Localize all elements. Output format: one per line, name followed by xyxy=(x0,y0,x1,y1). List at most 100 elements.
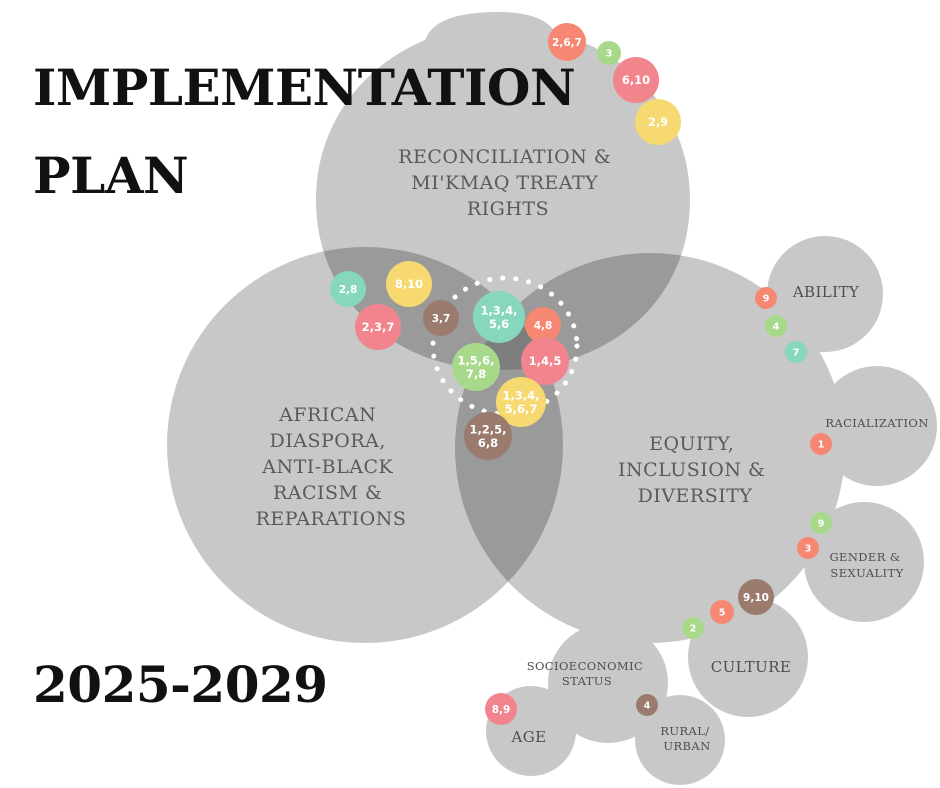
label-ability: ABILITY xyxy=(792,283,860,301)
badge-circle xyxy=(765,315,787,337)
badge-11: 1,5,6,7,8 xyxy=(452,343,500,391)
badge-label: 7 xyxy=(793,347,800,358)
label-culture: CULTURE xyxy=(711,658,792,676)
badge-17: 7 xyxy=(785,341,807,363)
badge-line: 1,4,5 xyxy=(529,354,562,368)
badge-line: 5,6 xyxy=(489,317,509,331)
badge-circle xyxy=(755,287,777,309)
badge-line: 2,9 xyxy=(648,115,668,129)
badge-line: 6,10 xyxy=(622,73,650,87)
overlap-reconciliation-african xyxy=(316,247,563,370)
badge-label: 1,2,5,6,8 xyxy=(469,423,506,450)
badge-25: 8,9 xyxy=(485,693,517,725)
badge-line: 2 xyxy=(690,623,697,634)
badge-8: 3,7 xyxy=(423,300,459,336)
badge-line: 6,8 xyxy=(478,436,498,450)
badge-line: 1,2,5, xyxy=(469,423,506,437)
badge-circle xyxy=(710,600,734,624)
badge-label: 1,5,6,7,8 xyxy=(457,354,494,381)
badge-line: 4,8 xyxy=(534,320,553,332)
badge-line: 4 xyxy=(644,700,651,711)
badge-circle xyxy=(797,537,819,559)
badge-line: 7 xyxy=(793,347,800,358)
label-gender-sexuality: GENDER & SEXUALITY xyxy=(829,550,904,580)
badge-1: 2,6,7 xyxy=(548,23,586,61)
circle-reconciliation-bump xyxy=(424,12,559,48)
badge-label: 1 xyxy=(818,439,825,450)
badge-13: 1,3,4,5,6,7 xyxy=(496,377,546,427)
badge-18: 1 xyxy=(810,433,832,455)
label-rural-urban: RURAL/ URBAN xyxy=(660,724,713,753)
badge-label: 2,6,7 xyxy=(552,37,582,49)
label-equity: EQUITY, INCLUSION & DIVERSITY xyxy=(618,433,772,507)
circle-socioeconomic xyxy=(548,623,668,743)
badge-circle xyxy=(452,343,500,391)
title-line-1: IMPLEMENTATION xyxy=(33,58,576,117)
label-socioeconomic: SOCIOECONOMIC STATUS xyxy=(527,659,648,688)
title-years: 2025-2029 xyxy=(33,655,328,714)
badge-label: 5 xyxy=(719,607,726,618)
badge-circle xyxy=(682,617,704,639)
center-dotted-ring xyxy=(430,275,580,417)
badge-2: 3 xyxy=(597,41,621,65)
badge-label: 9 xyxy=(818,518,825,529)
badge-12: 1,4,5 xyxy=(521,337,569,385)
circle-racialization xyxy=(817,366,937,486)
badge-3: 6,10 xyxy=(613,57,659,103)
badge-line: 2,8 xyxy=(339,284,358,296)
badge-21: 9,10 xyxy=(738,579,774,615)
badge-label: 8,9 xyxy=(492,704,511,716)
label-african-diaspora: AFRICAN DIASPORA, ANTI-BLACK RACISM & RE… xyxy=(256,404,407,530)
badge-14: 1,2,5,6,8 xyxy=(464,412,512,460)
badge-line: 1,3,4, xyxy=(502,389,539,403)
badge-line: 1,3,4, xyxy=(480,304,517,318)
badge-5: 2,8 xyxy=(330,271,366,307)
badge-circle xyxy=(613,57,659,103)
badge-label: 8,10 xyxy=(395,277,423,291)
badge-line: 1,5,6, xyxy=(457,354,494,368)
badge-line: 1 xyxy=(818,439,825,450)
badge-circle xyxy=(386,261,432,307)
badge-6: 8,10 xyxy=(386,261,432,307)
badge-label: 4,8 xyxy=(534,320,553,332)
badge-label: 1,4,5 xyxy=(529,354,562,368)
badge-19: 9 xyxy=(810,512,832,534)
badge-circle xyxy=(496,377,546,427)
badge-24: 4 xyxy=(636,694,658,716)
badge-circle xyxy=(635,99,681,145)
title-line-2: PLAN xyxy=(33,146,189,205)
badge-line: 8,10 xyxy=(395,277,423,291)
badge-label: 9,10 xyxy=(743,592,769,604)
badge-line: 9 xyxy=(763,293,770,304)
badge-circle xyxy=(785,341,807,363)
badge-4: 2,9 xyxy=(635,99,681,145)
badge-circle xyxy=(355,304,401,350)
badge-circle xyxy=(464,412,512,460)
badge-label: 3,7 xyxy=(432,313,451,325)
badge-label: 3 xyxy=(805,543,812,554)
label-reconciliation: RECONCILIATION & MI'KMAQ TREATY RIGHTS xyxy=(398,146,618,220)
badge-label: 3 xyxy=(606,48,613,59)
badge-circle xyxy=(423,300,459,336)
badge-line: 2,6,7 xyxy=(552,37,582,49)
badge-line: 2,3,7 xyxy=(362,320,395,334)
badge-label: 2,8 xyxy=(339,284,358,296)
badge-20: 3 xyxy=(797,537,819,559)
circle-rural-urban xyxy=(635,695,725,785)
badge-circle xyxy=(473,291,525,343)
badge-line: 5,6,7 xyxy=(505,402,538,416)
badge-label: 2,9 xyxy=(648,115,668,129)
badge-10: 4,8 xyxy=(525,307,561,343)
badge-line: 9 xyxy=(818,518,825,529)
badge-line: 7,8 xyxy=(466,367,486,381)
badge-circle xyxy=(597,41,621,65)
badge-circle xyxy=(330,271,366,307)
badge-label: 2 xyxy=(690,623,697,634)
badge-line: 9,10 xyxy=(743,592,769,604)
badge-line: 5 xyxy=(719,607,726,618)
badge-22: 5 xyxy=(710,600,734,624)
badge-circle xyxy=(525,307,561,343)
badge-circle xyxy=(636,694,658,716)
badge-line: 4 xyxy=(773,321,780,332)
